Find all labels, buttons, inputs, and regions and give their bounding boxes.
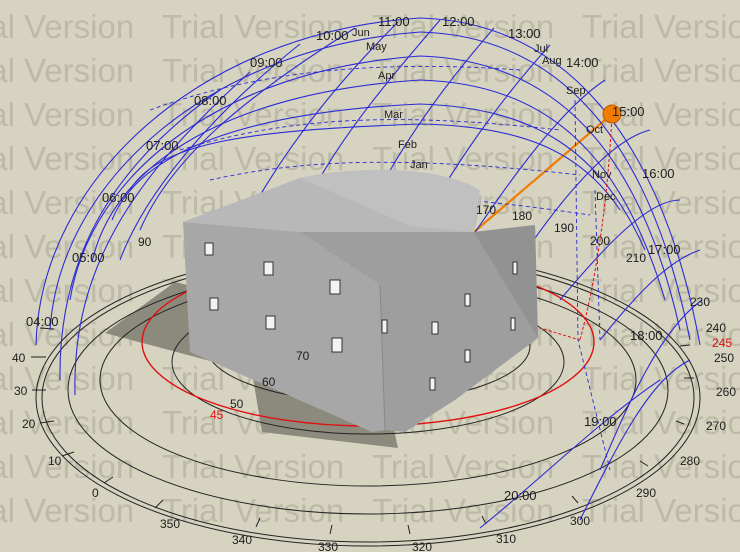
azimuth-label: 50 [230, 397, 244, 411]
hour-label: 14:00 [566, 55, 599, 70]
azimuth-label: 230 [690, 295, 710, 309]
watermark-text: Trial Version [0, 140, 135, 177]
sun-marker[interactable] [602, 104, 622, 124]
month-label: Dec [596, 191, 616, 203]
azimuth-label: 350 [160, 517, 180, 531]
watermark-text: Trial Version [162, 448, 345, 485]
azimuth-label: 210 [626, 251, 646, 265]
azimuth-label: 10 [48, 454, 62, 468]
azimuth-label: 190 [554, 221, 574, 235]
hour-label: 18:00 [630, 328, 663, 343]
watermark-text: Trial Version [0, 404, 135, 441]
hour-label: 07:00 [146, 138, 179, 153]
hour-label: 20:00 [504, 488, 537, 503]
hour-label: 04:00 [26, 314, 59, 329]
hour-label-group: 04:00 05:00 06:00 07:00 08:00 09:00 10:0… [26, 14, 681, 503]
azimuth-label: 260 [716, 385, 736, 399]
watermark-text: Trial Version [582, 448, 740, 485]
watermark-text: Trial Version [582, 492, 740, 529]
watermark-text: Trial Version [372, 492, 555, 529]
azimuth-label: 270 [706, 419, 726, 433]
month-label: Jul [534, 43, 548, 55]
azimuth-label: 330 [318, 540, 338, 552]
watermark-text: Trial Version [0, 228, 135, 265]
watermark-text: Trial Version [582, 52, 740, 89]
watermark-text: Trial Version [582, 8, 740, 45]
hour-label: 12:00 [442, 14, 475, 29]
watermark-text: Trial Version [582, 404, 740, 441]
azimuth-ticks [31, 327, 694, 535]
hour-label: 19:00 [584, 414, 617, 429]
month-label: Jan [410, 159, 428, 171]
azimuth-label: 290 [636, 486, 656, 500]
watermark-text: Trial Version [0, 8, 135, 45]
hour-label: 09:00 [250, 55, 283, 70]
month-label-group: Jun May Apr Mar Feb Jan Jul Aug Sep Oct … [352, 27, 616, 203]
azimuth-label: 170 [476, 203, 496, 217]
watermark-text: Trial Version [372, 8, 555, 45]
month-label: Apr [378, 70, 395, 82]
watermark-text: Trial Version [162, 492, 345, 529]
azimuth-label: 30 [14, 384, 28, 398]
hour-label: 08:00 [194, 93, 227, 108]
azimuth-label: 200 [590, 234, 610, 248]
hour-label: 06:00 [102, 190, 135, 205]
hour-label: 17:00 [648, 242, 681, 257]
azimuth-label-group: 0 10 20 30 40 45 50 60 70 90 170 180 190… [12, 203, 736, 552]
azimuth-label: 340 [232, 533, 252, 547]
watermark-text: Trial Version [162, 8, 345, 45]
watermark-text: Trial Version [0, 492, 135, 529]
hour-label: 05:00 [72, 250, 105, 265]
month-label: Feb [398, 139, 417, 151]
azimuth-label: 240 [706, 321, 726, 335]
azimuth-label: 45 [210, 408, 224, 422]
watermark-text: Trial Version [582, 360, 740, 397]
month-label: May [366, 41, 387, 53]
azimuth-label: 180 [512, 209, 532, 223]
hour-label: 13:00 [508, 26, 541, 41]
azimuth-label: 245 [712, 336, 732, 350]
building-windows [204, 242, 518, 391]
hour-label: 10:00 [316, 28, 349, 43]
month-label: Jun [352, 27, 370, 39]
watermark-text: Trial Version [0, 184, 135, 221]
building [183, 169, 538, 432]
azimuth-label: 0 [92, 486, 99, 500]
watermark-text: Trial Version [582, 272, 740, 309]
azimuth-label: 90 [138, 235, 152, 249]
azimuth-label: 300 [570, 514, 590, 528]
hour-label: 15:00 [612, 104, 645, 119]
hour-label: 16:00 [642, 166, 675, 181]
azimuth-label: 60 [262, 375, 276, 389]
azimuth-label: 40 [12, 351, 26, 365]
month-label: Aug [542, 55, 562, 67]
watermark-text: Trial Version [0, 96, 135, 133]
azimuth-label: 310 [496, 532, 516, 546]
month-label: Sep [566, 85, 586, 97]
hour-label: 11:00 [378, 14, 410, 29]
month-label: Oct [586, 124, 603, 136]
azimuth-label: 280 [680, 454, 700, 468]
azimuth-label: 70 [296, 349, 310, 363]
sunpath-grid [35, 17, 703, 529]
azimuth-label: 250 [714, 351, 734, 365]
month-label: Mar [384, 109, 403, 121]
month-label: Nov [592, 169, 612, 181]
watermark-text: Trial Version [0, 360, 135, 397]
azimuth-label: 320 [412, 540, 432, 552]
sun-ray [473, 113, 613, 233]
azimuth-label: 20 [22, 417, 36, 431]
watermark-text: Trial Version [0, 52, 135, 89]
watermark-text: Trial Version [582, 184, 740, 221]
